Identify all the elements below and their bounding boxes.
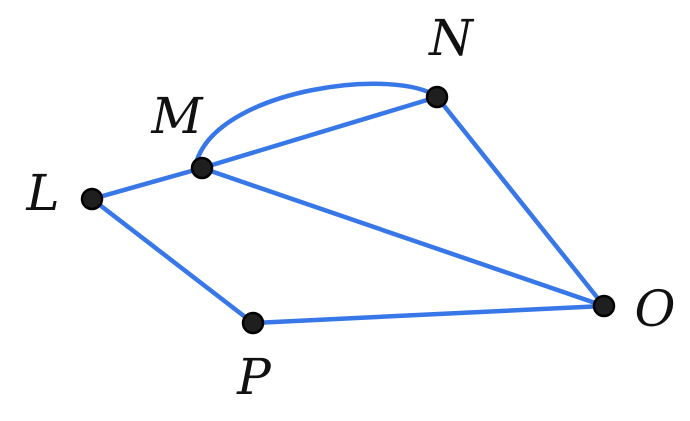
edge-M-N — [199, 94, 440, 171]
node-P — [241, 311, 265, 335]
node-layer — [80, 85, 616, 335]
edge-M-N-curved — [194, 81, 440, 163]
node-label-M: M — [150, 87, 204, 145]
node-M — [190, 156, 214, 180]
edge-N-O — [434, 94, 607, 309]
edge-P-O — [250, 303, 607, 326]
node-label-P: P — [236, 348, 272, 406]
edge-L-P — [89, 196, 256, 326]
node-N — [425, 85, 449, 109]
edge-M-O — [199, 165, 607, 309]
edge-layer — [89, 81, 607, 326]
node-O — [592, 294, 616, 318]
label-layer: L M N O P — [25, 9, 675, 406]
node-L — [80, 187, 104, 211]
edge-L-M — [89, 165, 205, 202]
node-label-O: O — [635, 280, 676, 338]
node-label-L: L — [25, 164, 59, 222]
node-label-N: N — [428, 9, 475, 67]
